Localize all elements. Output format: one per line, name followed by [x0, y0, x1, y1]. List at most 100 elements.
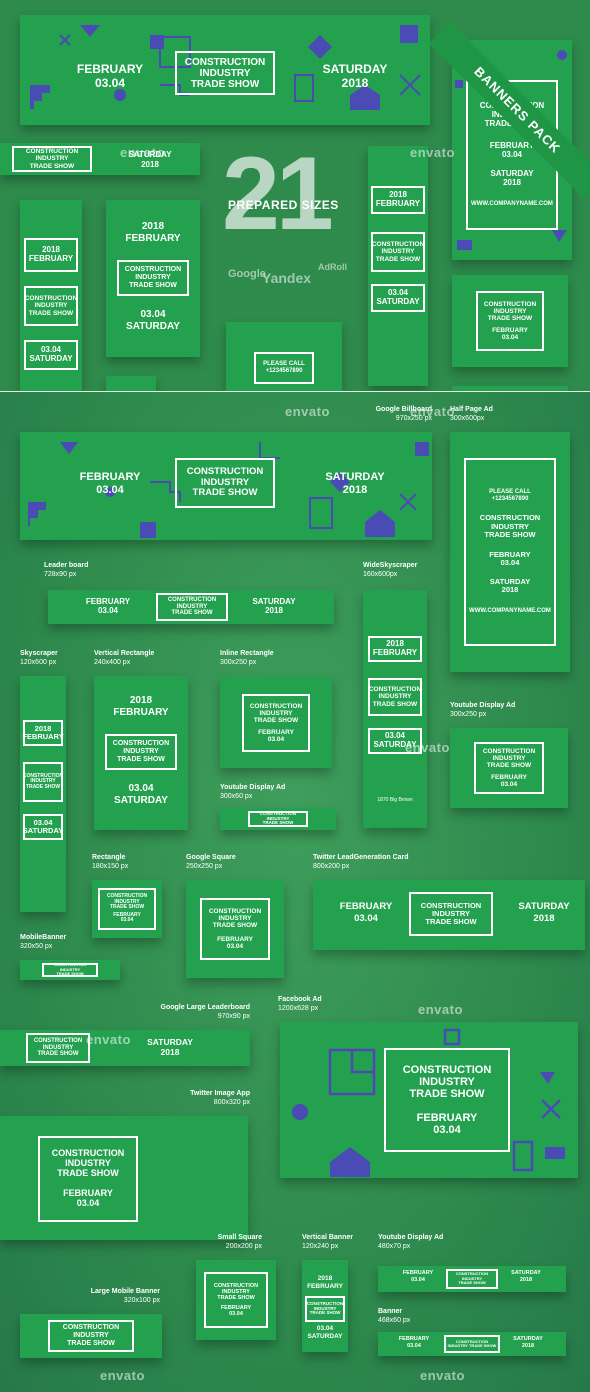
- month-label: FEBRUARY: [307, 1283, 343, 1290]
- year-label: 2018: [317, 1275, 333, 1282]
- month-label: FEBRUARY: [76, 62, 144, 76]
- year-label: 2018: [533, 913, 555, 924]
- weekday-label: SATURDAY: [252, 597, 296, 606]
- pattern-shapes: [30, 25, 421, 110]
- month-label: FEBRUARY: [398, 1336, 430, 1342]
- year-label: 2018: [160, 1047, 180, 1057]
- weekday-label: SATURDAY: [147, 1037, 193, 1047]
- watermark: envato: [410, 145, 455, 160]
- date-label: 03.04: [140, 309, 166, 320]
- month-label: FEBRUARY: [339, 901, 393, 912]
- watermark: envato: [418, 1002, 463, 1017]
- preview-partial: [106, 376, 156, 392]
- watermark: envato: [100, 1368, 145, 1383]
- google-logo: Google: [228, 268, 266, 280]
- weekday-label: SATURDAY: [511, 1270, 541, 1276]
- date-label: 03.04: [316, 1325, 334, 1332]
- preview-inline-rect: PLEASE CALL+1234567890: [226, 322, 342, 392]
- weekday-label: SATURDAY: [325, 471, 385, 483]
- date-label: 03.04: [128, 783, 154, 794]
- call-box: PLEASE CALL+1234567890: [254, 352, 314, 384]
- weekday-label: SATURDAY: [114, 795, 168, 806]
- watermark: envato: [410, 404, 455, 419]
- weekday-label: SATURDAY: [128, 150, 172, 159]
- month-label: FEBRUARY: [79, 471, 141, 483]
- year-label: 2018: [519, 1277, 533, 1283]
- year-label: 2018: [265, 606, 283, 615]
- weekday-label: SATURDAY: [322, 62, 388, 76]
- yandex-logo: Yandex: [262, 270, 312, 286]
- weekday-label: SATURDAY: [307, 1333, 343, 1340]
- pattern-shapes: [292, 1028, 565, 1177]
- weekday-label: SATURDAY: [513, 1336, 543, 1342]
- watermark: envato: [120, 145, 165, 160]
- address-label: 1870 Big Brown: [377, 797, 413, 803]
- year-label: 2018: [341, 76, 369, 90]
- pattern-shapes: [455, 50, 567, 250]
- preview-partial: [452, 386, 568, 392]
- adroll-logo: AdRoll: [318, 262, 347, 272]
- sizes-count: 21: [222, 136, 334, 252]
- date-label: 03.04: [94, 76, 126, 90]
- watermark: envato: [420, 1368, 465, 1383]
- watermark: envato: [285, 404, 330, 419]
- watermark: envato: [86, 1032, 131, 1047]
- month-label: FEBRUARY: [85, 597, 131, 606]
